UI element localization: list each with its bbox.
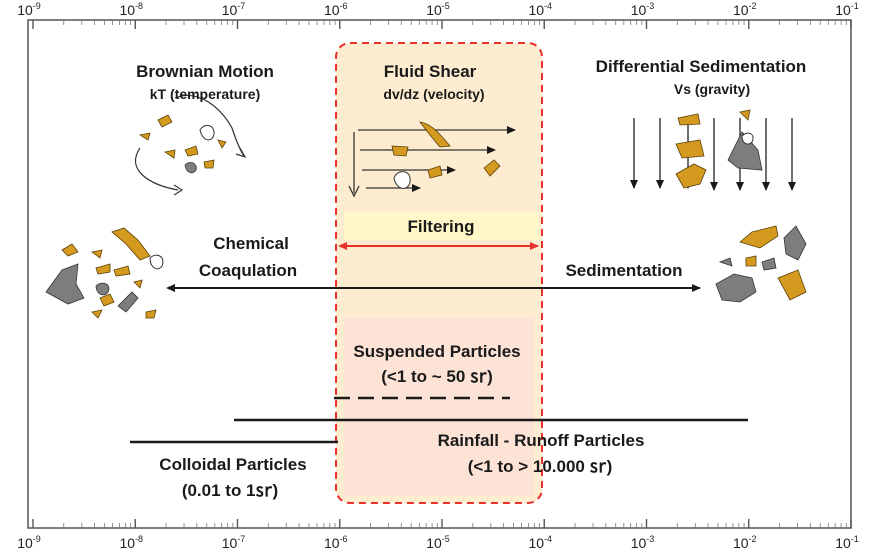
rainfall-range: (<1 to > 10.000 ㏛) — [468, 457, 613, 476]
fluid-shear-illustration — [348, 121, 516, 198]
colloidal-title: Colloidal Particles — [159, 455, 306, 474]
plot-frame — [27, 19, 852, 529]
shear-subtitle: dv/dz (velocity) — [383, 86, 484, 102]
brownian-illustration — [134, 95, 247, 196]
chemical-label-line1: Chemical — [213, 234, 289, 253]
colloidal-range: (0.01 to 1㏛) — [182, 481, 278, 500]
rainfall-title: Rainfall - Runoff Particles — [438, 431, 645, 450]
sedimentation-label: Sedimentation — [565, 261, 682, 280]
brownian-title: Brownian Motion — [136, 62, 274, 81]
diffsed-subtitle: Vs (gravity) — [674, 81, 750, 97]
axis-tick-label: 10-7 — [222, 1, 246, 18]
shear-title: Fluid Shear — [384, 62, 477, 81]
chemical-label-line2: Coaqulation — [199, 261, 297, 280]
axis-tick-label: 10-9 — [17, 534, 41, 551]
axis-tick-label: 10-2 — [733, 534, 757, 551]
axis-tick-label: 10-5 — [426, 534, 450, 551]
axis-ticks — [32, 20, 852, 528]
diffsed-title: Differential Sedimentation — [596, 57, 807, 76]
axis-tick-label: 10-7 — [222, 534, 246, 551]
axis-tick-label: 10-6 — [324, 1, 348, 18]
axis-tick-label: 10-6 — [324, 534, 348, 551]
axis-tick-label: 10-3 — [631, 534, 655, 551]
axis-tick-label: 10-3 — [631, 1, 655, 18]
highlight-region — [335, 42, 543, 504]
top-axis-labels: 10-9 10-8 10-7 10-6 10-5 10-4 10-3 10-2 10-1 — [17, 1, 859, 18]
differential-sedimentation-illustration — [630, 109, 796, 191]
highlight-border — [335, 42, 543, 504]
bottom-axis-labels: 10-9 10-8 10-7 10-6 10-5 10-4 10-3 10-2 10-1 — [17, 534, 859, 551]
lower-tint — [344, 318, 534, 496]
axis-tick-label: 10-5 — [426, 1, 450, 18]
axis-tick-label: 10-2 — [733, 1, 757, 18]
axis-tick-label: 10-4 — [528, 534, 552, 551]
filtering-band — [344, 212, 539, 240]
axis-tick-label: 10-1 — [835, 534, 859, 551]
brownian-subtitle: kT (temperature) — [150, 86, 260, 102]
coagulation-cluster — [45, 227, 164, 319]
axis-tick-label: 10-8 — [119, 534, 143, 551]
suspended-range: (<1 to ~ 50 ㏛) — [381, 367, 492, 386]
axis-tick-label: 10-1 — [835, 1, 859, 18]
suspended-title: Suspended Particles — [353, 342, 520, 361]
axis-tick-label: 10-8 — [119, 1, 143, 18]
axis-tick-label: 10-4 — [528, 1, 552, 18]
filtering-label: Filtering — [407, 217, 474, 236]
axis-tick-label: 10-9 — [17, 1, 41, 18]
sedimentation-cluster — [715, 225, 807, 303]
